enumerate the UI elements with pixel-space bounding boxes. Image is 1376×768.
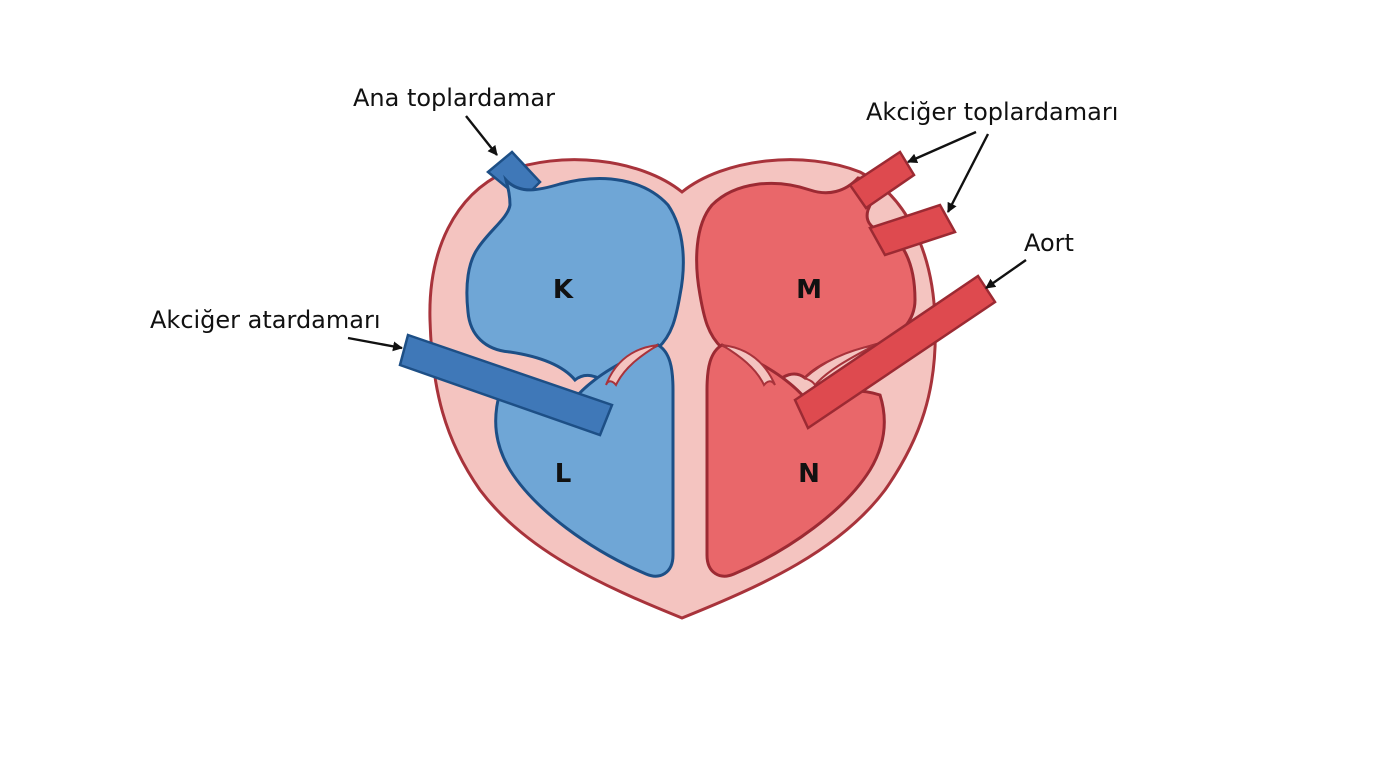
chamber-label-m: M bbox=[796, 275, 822, 305]
pulmonary-vein-upper bbox=[848, 150, 916, 210]
arrow-pulmonary-artery bbox=[347, 336, 403, 352]
chamber-label-n: N bbox=[798, 459, 820, 489]
tricuspid-valve-flap bbox=[605, 344, 659, 387]
label-pulmonary-artery: Akciğer atardamarı bbox=[150, 306, 381, 334]
label-superior-vena-cava: Ana toplardamar bbox=[353, 84, 555, 112]
label-pulmonary-veins: Akciğer toplardamarı bbox=[866, 98, 1118, 126]
aorta-vessel bbox=[793, 274, 997, 430]
pulmonary-vein-lower bbox=[868, 203, 957, 257]
mitral-valve-flap bbox=[721, 344, 776, 387]
arrow-superior-vena-cava bbox=[465, 115, 498, 156]
pulmonary-artery-vessel bbox=[398, 333, 614, 437]
arrow-pulmonary-vein-upper bbox=[907, 130, 977, 164]
arrow-pulmonary-vein-lower bbox=[946, 133, 990, 213]
mitral-valve-flap-lower bbox=[803, 344, 876, 387]
label-aorta: Aort bbox=[1024, 229, 1074, 257]
arrow-aorta bbox=[985, 259, 1027, 289]
chamber-label-l: L bbox=[555, 459, 572, 489]
chamber-label-k: K bbox=[553, 275, 574, 305]
